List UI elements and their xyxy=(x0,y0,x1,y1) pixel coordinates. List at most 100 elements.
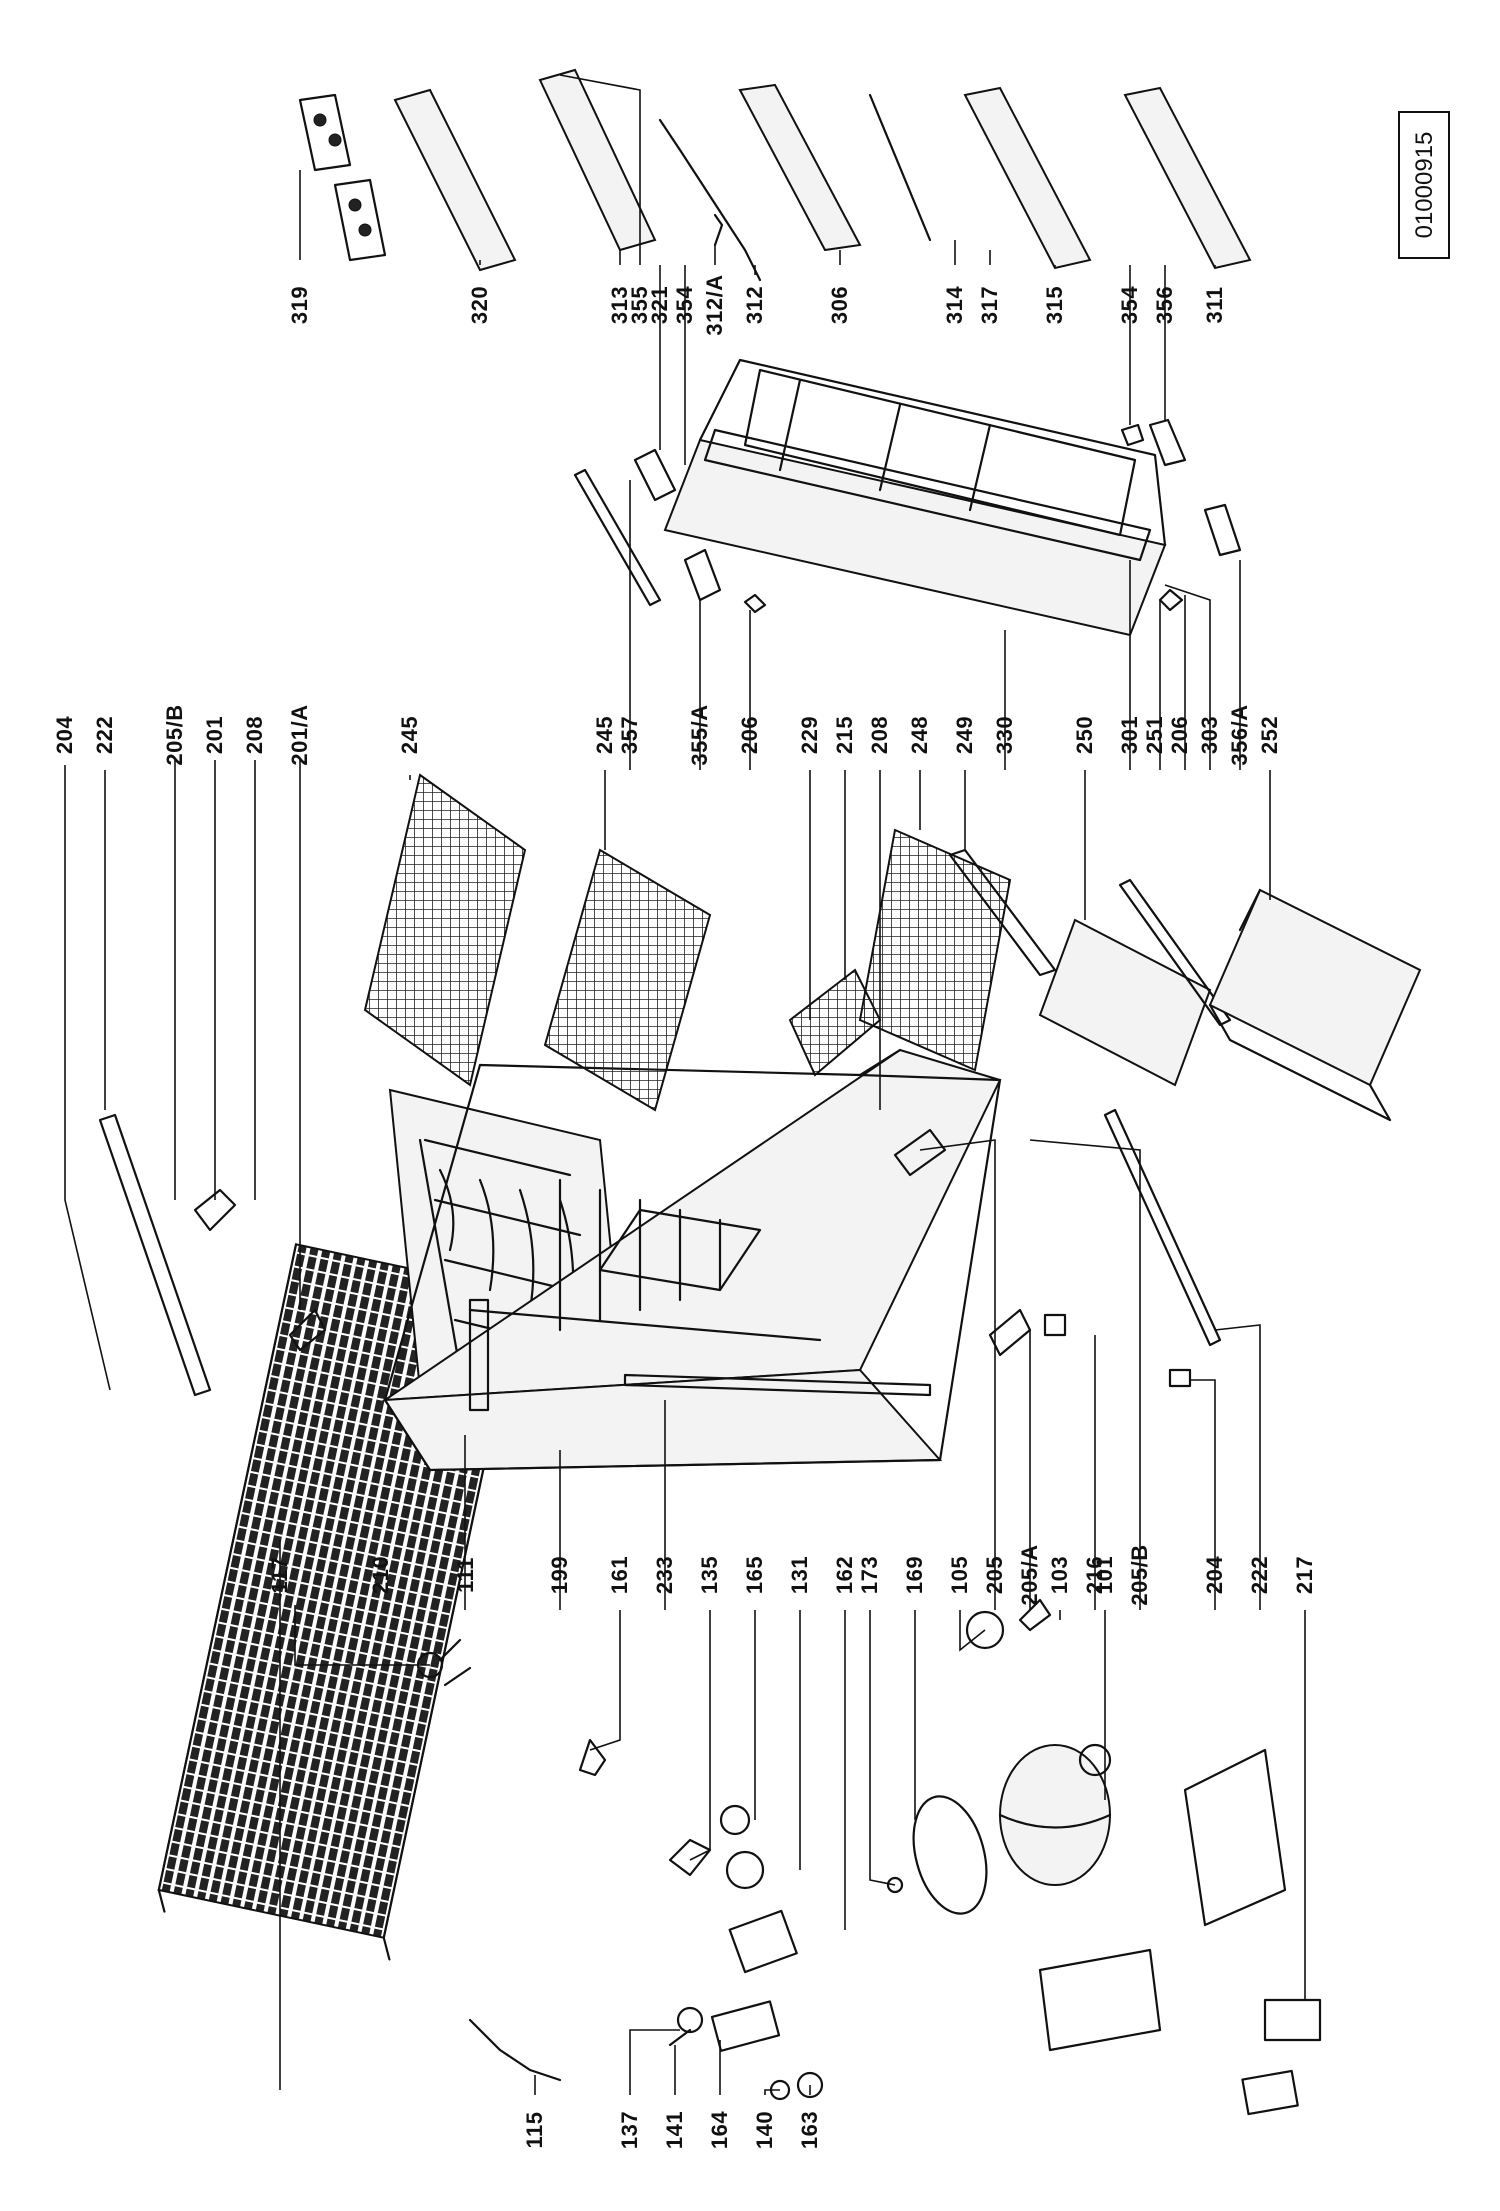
label-313: 313 xyxy=(607,286,632,324)
hinge-205a xyxy=(988,1308,1032,1357)
thermostat-131 xyxy=(725,1850,765,1890)
label-140: 140 xyxy=(752,2111,777,2149)
label-105: 105 xyxy=(947,1556,972,1594)
label-317: 317 xyxy=(977,286,1002,324)
label-356: 356 xyxy=(1152,286,1177,324)
lamp-137 xyxy=(668,2006,704,2047)
door-bin-311 xyxy=(1123,86,1252,270)
strip-233 xyxy=(623,1373,932,1397)
end-cap-204 xyxy=(1168,1368,1192,1388)
label-311: 311 xyxy=(1202,287,1227,324)
wire-rail-314 xyxy=(868,93,932,242)
label-222: 222 xyxy=(92,716,117,754)
egg-tray-319 xyxy=(298,93,387,262)
label-355a: 355/A xyxy=(687,704,712,765)
label-163: 163 xyxy=(797,2111,822,2149)
label-245-upper: 245 xyxy=(397,716,422,754)
label-135: 135 xyxy=(697,1556,722,1594)
label-357: 357 xyxy=(617,716,642,754)
label-314: 314 xyxy=(942,286,967,324)
block-216 xyxy=(1043,1313,1067,1337)
label-233: 233 xyxy=(652,1556,677,1594)
label-111: 111 xyxy=(453,1557,478,1593)
label-205b: 205/B xyxy=(162,704,187,765)
cover-plate xyxy=(1038,1948,1162,2052)
part-labels: 117 210 111 199 161 233 135 165 131 162 … xyxy=(52,274,1317,2149)
wire-rail-312 xyxy=(658,118,762,282)
label-161: 161 xyxy=(607,1556,632,1594)
label-173: 173 xyxy=(857,1556,882,1594)
knob-165 xyxy=(719,1804,751,1836)
label-199: 199 xyxy=(547,1556,572,1594)
label-354: 354 xyxy=(672,286,697,324)
label-356a: 356/A xyxy=(1227,704,1252,765)
clip-161 xyxy=(578,1738,607,1777)
label-250: 250 xyxy=(1072,716,1097,754)
label-115: 115 xyxy=(522,2112,547,2149)
label-321: 321 xyxy=(647,286,672,324)
label-303: 303 xyxy=(1197,716,1222,754)
label-204: 204 xyxy=(52,716,77,754)
label-330: 330 xyxy=(992,716,1017,754)
trim-249 xyxy=(948,848,1057,977)
strip-357 xyxy=(573,468,662,607)
cabinet-199 xyxy=(381,1048,1002,1472)
leader-lines xyxy=(64,74,1306,2095)
label-164: 164 xyxy=(707,2111,732,2149)
label-312a: 312/A xyxy=(702,274,727,335)
label-216: 216 xyxy=(1082,1556,1107,1594)
label-210: 210 xyxy=(368,1556,393,1594)
label-137: 137 xyxy=(617,2111,642,2149)
cap-163 xyxy=(796,2071,824,2099)
clip-206-door xyxy=(1158,588,1184,612)
glass-shelf-250 xyxy=(1038,918,1212,1087)
door-330 xyxy=(663,358,1167,637)
terminal-block xyxy=(1241,2069,1299,2116)
trim-251 xyxy=(1118,878,1232,1027)
label-245-lower: 245 xyxy=(592,716,617,754)
label-208: 208 xyxy=(242,716,267,754)
shelf-245-lower xyxy=(543,848,712,1112)
label-205b-lower: 205/B xyxy=(1127,1544,1152,1605)
label-354-right: 354 xyxy=(1117,286,1142,324)
label-206-right: 206 xyxy=(1167,716,1192,754)
label-215: 215 xyxy=(832,716,857,754)
door-bin-315 xyxy=(963,86,1092,270)
label-131: 131 xyxy=(787,1556,812,1594)
label-229: 229 xyxy=(797,716,822,754)
capillary-tube-115 xyxy=(468,2018,562,2082)
clip-206 xyxy=(743,593,767,614)
compressor-101 xyxy=(998,1743,1112,1886)
crisper-252 xyxy=(1208,888,1422,1122)
label-208-mid: 208 xyxy=(867,716,892,754)
relay-105 xyxy=(965,1610,1005,1650)
label-320: 320 xyxy=(467,286,492,324)
label-101: 101 xyxy=(1092,1556,1117,1594)
shelf-245-upper xyxy=(363,773,527,1087)
label-312: 312 xyxy=(742,286,767,324)
label-248: 248 xyxy=(907,716,932,754)
door-bin-320 xyxy=(393,88,517,272)
label-301: 301 xyxy=(1117,716,1142,754)
clip-355 xyxy=(633,448,677,502)
clip-354-right xyxy=(1120,423,1145,447)
label-306: 306 xyxy=(827,286,852,324)
bracket-164 xyxy=(710,2000,781,2052)
sensor-135 xyxy=(668,1838,712,1877)
relay-box-162 xyxy=(728,1909,798,1974)
label-141: 141 xyxy=(662,2111,687,2149)
clip-356 xyxy=(1148,418,1187,467)
mounting-plate xyxy=(1263,1998,1322,2042)
label-205a: 205/A xyxy=(1017,1544,1042,1605)
label-117: 117 xyxy=(267,1557,292,1594)
label-165: 165 xyxy=(742,1556,767,1594)
door-bar-222-upper xyxy=(98,1113,212,1397)
label-355: 355 xyxy=(627,286,652,324)
hinge-201 xyxy=(193,1188,237,1232)
label-249: 249 xyxy=(952,716,977,754)
door-bin-313 xyxy=(538,68,657,252)
gasket-301 xyxy=(703,428,1152,562)
label-169: 169 xyxy=(902,1556,927,1594)
label-319: 319 xyxy=(287,286,312,324)
